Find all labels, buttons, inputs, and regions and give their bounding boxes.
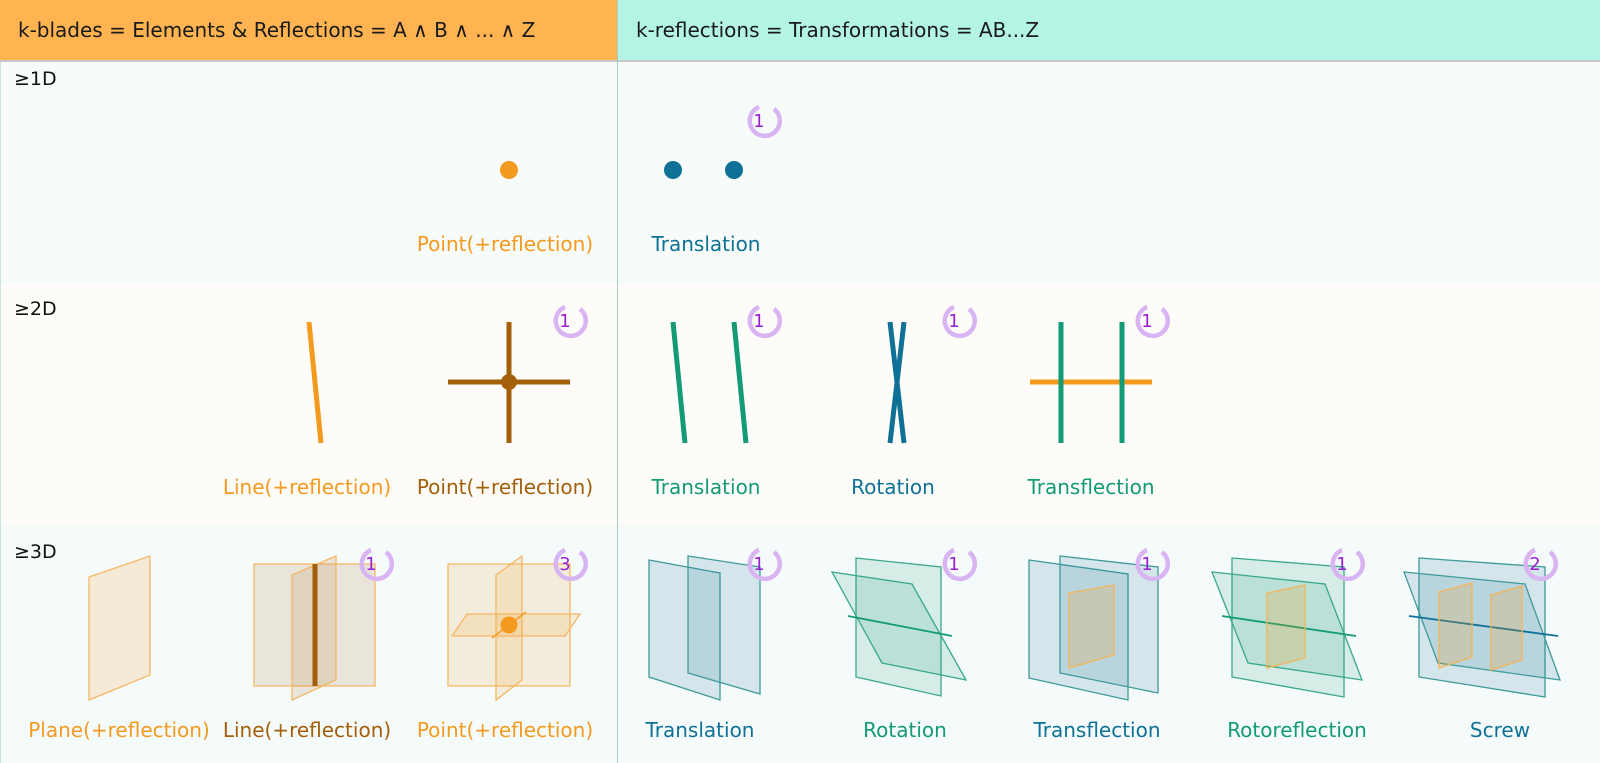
count-badge: 1 (1138, 550, 1168, 579)
label-plane-reflection: Plane(+reflection) (28, 718, 210, 742)
label-rotoreflection: Rotoreflection (1227, 718, 1367, 742)
plane (1490, 585, 1523, 671)
badge-count: 1 (753, 554, 764, 575)
point-dot (501, 374, 517, 390)
label-line-reflection: Line(+reflection) (223, 475, 391, 499)
badge-count: 1 (1336, 554, 1347, 575)
label-transflection: Transflection (1032, 718, 1160, 742)
plane (1266, 584, 1306, 669)
row3-translation-figure (648, 555, 761, 701)
left-edge (0, 62, 1, 763)
count-badge: 2 (1526, 550, 1556, 579)
plane (88, 555, 151, 701)
header-transformations-title: k-reflections = Transformations = AB...Z (636, 18, 1040, 42)
count-badge: 1 (750, 107, 780, 136)
badge-count: 1 (948, 554, 959, 575)
count-badge: 1 (556, 307, 586, 336)
row2-point-figure (448, 322, 570, 443)
point-dot (664, 161, 682, 179)
count-badge: 3 (556, 550, 586, 579)
row-2d-background (0, 284, 1600, 526)
label-screw: Screw (1470, 718, 1530, 742)
point-dot (725, 161, 743, 179)
label-point-reflection: Point(+reflection) (417, 475, 593, 499)
count-badge: 1 (750, 550, 780, 579)
count-badge: 1 (945, 307, 975, 336)
label-translation: Translation (651, 475, 761, 499)
plane (1068, 584, 1115, 669)
row3-rotoreflection-figure (1211, 557, 1364, 698)
count-badge: 1 (750, 307, 780, 336)
line-stroke (670, 321, 688, 444)
header-blades-title: k-blades = Elements & Reflections = A ∧ … (18, 18, 536, 42)
header-blades: k-blades = Elements & Reflections = A ∧ … (0, 0, 618, 62)
row-1d-background (0, 62, 1600, 284)
plane (1028, 559, 1129, 701)
plane (1438, 582, 1473, 669)
line-stroke (887, 321, 907, 444)
row2-line-figure (306, 321, 324, 444)
row3-rotation-figure (830, 557, 968, 697)
row1-point-figure (500, 161, 518, 179)
row-label-2d: ≥2D (14, 298, 57, 320)
header-transformations: k-reflections = Transformations = AB...Z (618, 0, 1600, 62)
row3-point-figure (447, 554, 582, 702)
badge-count: 1 (753, 111, 764, 132)
label-point-reflection: Point(+reflection) (417, 718, 593, 742)
row3-transflection-figure (1028, 555, 1159, 701)
point-dot (500, 161, 518, 179)
row2-translation-figure (670, 321, 749, 444)
badge-count: 1 (948, 311, 959, 332)
line-stroke (306, 321, 324, 444)
intersection-line (1221, 615, 1357, 637)
intersection-line (1408, 615, 1559, 637)
badge-count: 3 (559, 554, 570, 575)
badge-count: 1 (1141, 311, 1152, 332)
line-stroke (731, 321, 749, 444)
label-transflection: Transflection (1026, 475, 1154, 499)
row-label-3d: ≥3D (14, 541, 57, 563)
label-rotation: Rotation (851, 475, 935, 499)
intersection-line (847, 615, 953, 637)
row2-rotation-figure (887, 321, 907, 444)
count-badge: 1 (362, 550, 392, 579)
row-label-1d: ≥1D (14, 68, 57, 90)
count-badge: 1 (945, 550, 975, 579)
badge-count: 1 (559, 311, 570, 332)
label-point-reflection: Point(+reflection) (417, 232, 593, 256)
row3-line-figure (253, 555, 376, 702)
badge-count: 1 (1141, 554, 1152, 575)
badge-count: 2 (1529, 554, 1540, 575)
row3-screw-figure (1403, 557, 1561, 698)
row2-transflection-figure (1030, 322, 1152, 443)
label-rotation: Rotation (863, 718, 947, 742)
plane (687, 555, 761, 695)
row1-translation-figure (664, 161, 743, 179)
plane (1231, 557, 1345, 698)
badge-count: 1 (753, 311, 764, 332)
label-translation: Translation (645, 718, 755, 742)
plane (855, 557, 942, 697)
count-badge: 1 (1333, 550, 1363, 579)
label-line-reflection: Line(+reflection) (223, 718, 391, 742)
badge-count: 1 (365, 554, 376, 575)
count-badge: 1 (1138, 307, 1168, 336)
label-translation: Translation (651, 232, 761, 256)
point-dot (500, 616, 518, 634)
column-divider (617, 0, 618, 763)
plane (648, 559, 721, 701)
row3-plane-figure (88, 555, 151, 701)
